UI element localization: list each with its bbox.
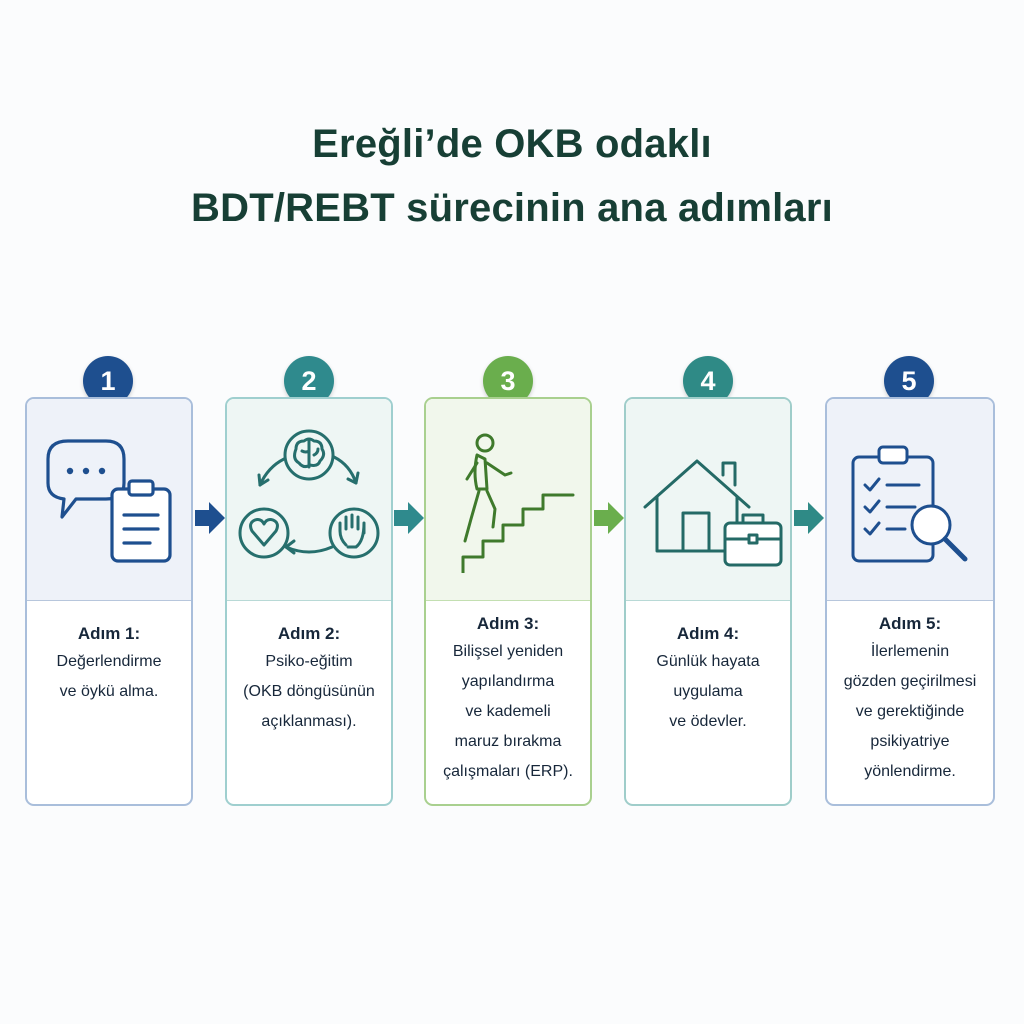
step-5-icon-group: [835, 423, 985, 573]
step-1-line-2: ve öykü alma.: [59, 683, 159, 700]
step-1-label: Adım 1:: [77, 624, 141, 643]
magnifier-icon: [910, 504, 968, 562]
step-3-text: Adım 3: Bilişsel yeniden yapılandırma ve…: [432, 611, 584, 787]
brain-icon: [283, 429, 335, 481]
step-1-line-1: Değerlendirme: [56, 653, 162, 670]
step-5-line-3: ve gerektiğinde: [855, 703, 965, 720]
clipboard-icon: [110, 479, 172, 563]
arrow-right-icon: [792, 500, 826, 536]
arrow-right-icon: [392, 500, 426, 536]
checklist-icon: [851, 445, 935, 563]
step-4-line-2: uygulama: [673, 683, 743, 700]
step-1-card: Adım 1: Değerlendirme ve öykü alma.: [25, 397, 193, 806]
step-2-line-2: (OKB döngüsünün: [243, 683, 375, 700]
step-2-icon-group: [234, 423, 384, 573]
step-4-line-3: ve ödevler.: [669, 713, 747, 730]
step-4-line-1: Günlük hayata: [656, 653, 760, 670]
step-2-card: Adım 2: Psiko-eğitim (OKB döngüsünün açı…: [225, 397, 393, 806]
step-5-line-2: gözden geçirilmesi: [843, 673, 977, 690]
step-1-text: Adım 1: Değerlendirme ve öykü alma.: [33, 621, 185, 707]
step-2-line-3: açıklanması).: [261, 713, 357, 730]
step-3-line-2: yapılandırma: [461, 673, 555, 690]
title-line-1: Ereğli’de OKB odaklı: [312, 122, 712, 166]
step-5-card: Adım 5: İlerlemenin gözden geçirilmesi v…: [825, 397, 995, 806]
arrow-right-icon: [592, 500, 626, 536]
step-4-text: Adım 4: Günlük hayata uygulama ve ödevle…: [632, 621, 784, 737]
step-3-line-3: ve kademeli: [465, 703, 551, 720]
step-3-line-1: Bilişsel yeniden: [452, 643, 564, 660]
title-line-2: BDT/REBT sürecinin ana adımları: [191, 186, 833, 230]
step-5-text: Adım 5: İlerlemenin gözden geçirilmesi v…: [833, 611, 987, 787]
step-5-line-1: İlerlemenin: [870, 643, 950, 660]
step-3-line-5: çalışmaları (ERP).: [443, 763, 573, 780]
page-title: Ereğli’de OKB odaklı BDT/REBT sürecinin …: [0, 112, 1024, 240]
step-2-text: Adım 2: Psiko-eğitim (OKB döngüsünün açı…: [233, 621, 385, 737]
step-3-card: Adım 3: Bilişsel yeniden yapılandırma ve…: [424, 397, 592, 806]
step-5-line-4: psikiyatriye: [870, 733, 950, 750]
cycle-icon: [257, 455, 360, 555]
hand-icon: [328, 507, 380, 559]
step-2-label: Adım 2:: [277, 624, 341, 643]
step-2-line-1: Psiko-eğitim: [265, 653, 353, 670]
step-3-label: Adım 3:: [476, 614, 540, 633]
arrow-right-icon: [193, 500, 227, 536]
step-5-line-5: yönlendirme.: [864, 763, 956, 780]
step-4-label: Adım 4:: [676, 624, 740, 643]
step-1-icon-group: [34, 423, 184, 573]
speech-bubble-icon: [46, 439, 126, 519]
step-4-card: Adım 4: Günlük hayata uygulama ve ödevle…: [624, 397, 792, 806]
step-5-label: Adım 5:: [878, 614, 942, 633]
briefcase-icon: [723, 513, 783, 567]
heart-icon: [238, 507, 290, 559]
person-climbing-stairs-icon: [433, 423, 583, 573]
step-3-line-4: maruz bırakma: [454, 733, 562, 750]
step-4-icon-group: [633, 423, 783, 573]
